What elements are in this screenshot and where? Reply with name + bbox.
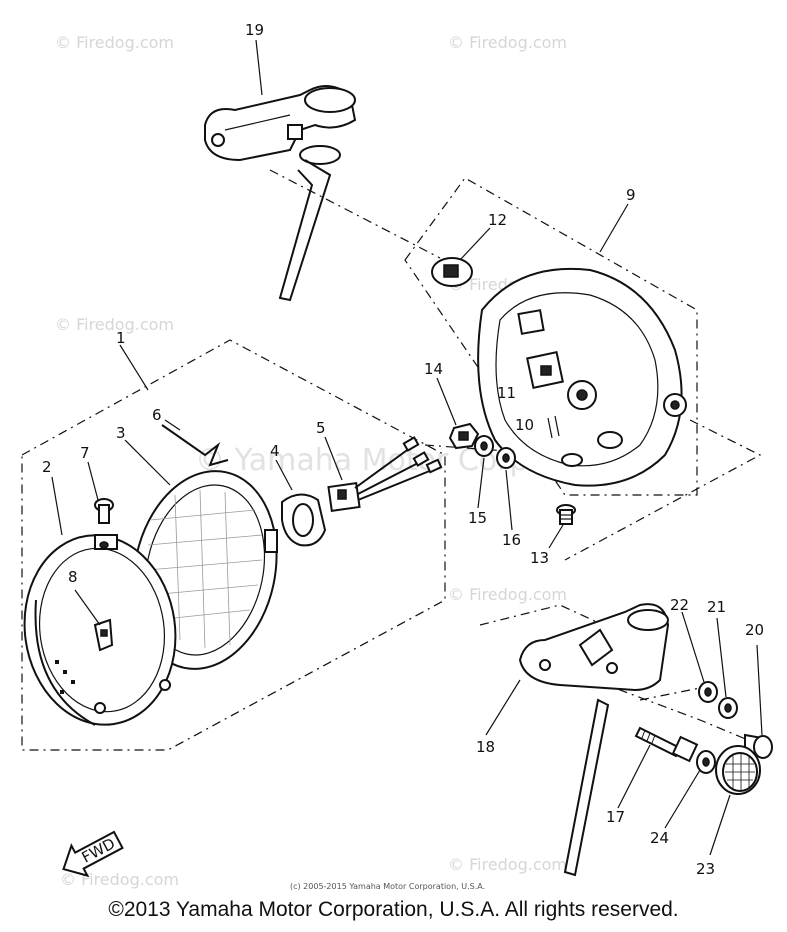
label-17: 17 bbox=[606, 808, 625, 826]
washer-16 bbox=[496, 447, 516, 469]
bolt-20 bbox=[744, 733, 773, 759]
reflector-23 bbox=[715, 745, 761, 795]
copyright-footer: ©2013 Yamaha Motor Corporation, U.S.A. A… bbox=[108, 898, 679, 921]
label-13: 13 bbox=[530, 549, 549, 567]
upper-bracket-19 bbox=[204, 85, 357, 302]
washer-24 bbox=[696, 750, 716, 774]
clip-6 bbox=[161, 424, 229, 467]
label-5: 5 bbox=[316, 419, 326, 437]
washer-15 bbox=[474, 435, 494, 457]
leader-22 bbox=[639, 687, 701, 701]
label-22: 22 bbox=[670, 596, 689, 614]
watermark-2: © Firedog.com bbox=[448, 33, 567, 52]
grommet-12 bbox=[431, 257, 473, 287]
label-6: 6 bbox=[152, 406, 162, 424]
label-3: 3 bbox=[116, 424, 126, 442]
label-20: 20 bbox=[745, 621, 764, 639]
boot-4 bbox=[281, 493, 327, 547]
screw-7 bbox=[94, 498, 114, 549]
label-16: 16 bbox=[502, 531, 521, 549]
label-4: 4 bbox=[270, 442, 280, 460]
nut-8 bbox=[93, 618, 114, 652]
nut-14 bbox=[448, 422, 480, 450]
label-9: 9 bbox=[626, 186, 636, 204]
label-1: 1 bbox=[116, 329, 126, 347]
label-8: 8 bbox=[68, 568, 78, 586]
watermark-3: © Firedog.com bbox=[55, 315, 174, 334]
label-23: 23 bbox=[696, 860, 715, 878]
watermark-7: © Firedog.com bbox=[60, 870, 179, 889]
label-15: 15 bbox=[468, 509, 487, 527]
label-10: 10 bbox=[515, 416, 534, 434]
housing-to-bracket-leader bbox=[564, 419, 762, 561]
label-19: 19 bbox=[245, 21, 264, 39]
headlight-housing-9 bbox=[477, 267, 687, 487]
label-18: 18 bbox=[476, 738, 495, 756]
watermark-1: © Firedog.com bbox=[55, 33, 174, 52]
socket-5 bbox=[327, 436, 443, 512]
headlight-group-outline bbox=[21, 339, 446, 751]
part-labels: 19 12 9 1 2 7 3 6 4 5 14 11 10 15 16 13 … bbox=[42, 21, 764, 878]
screw-13 bbox=[556, 504, 576, 525]
label-14: 14 bbox=[424, 360, 443, 378]
label-11: 11 bbox=[497, 384, 516, 402]
watermark-8: © Firedog.com bbox=[448, 855, 567, 874]
washer-22 bbox=[698, 681, 718, 703]
label-21: 21 bbox=[707, 598, 726, 616]
label-2: 2 bbox=[42, 458, 52, 476]
label-7: 7 bbox=[80, 444, 90, 462]
small-copyright: (c) 2005-2015 Yamaha Motor Corporation, … bbox=[290, 882, 485, 891]
lower-bracket-18 bbox=[518, 603, 670, 877]
label-24: 24 bbox=[650, 829, 669, 847]
washer-21 bbox=[718, 697, 738, 719]
bolt-17 bbox=[634, 726, 699, 763]
housing-group-outline bbox=[404, 177, 698, 496]
label-12: 12 bbox=[488, 211, 507, 229]
watermark-5: © Firedog.com bbox=[448, 585, 567, 604]
label-leaders bbox=[51, 39, 763, 856]
